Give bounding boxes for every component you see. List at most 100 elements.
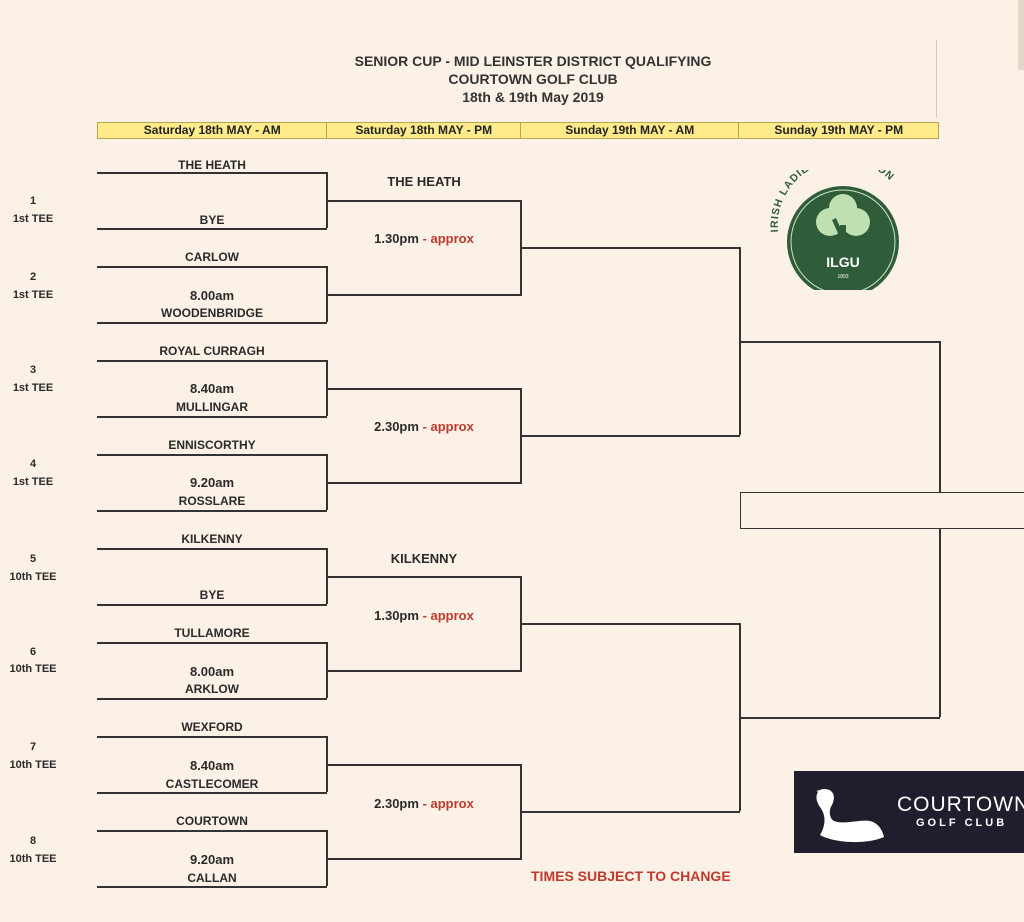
- round1-line-top: [97, 736, 327, 738]
- round1-line-bottom: [97, 228, 327, 230]
- page-subtitle-club: COURTOWN GOLF CLUB: [448, 71, 618, 87]
- match-number: 1: [29, 195, 37, 207]
- round1-line-top: [97, 642, 327, 644]
- round1-connector: [326, 454, 328, 510]
- approx-label: - approx: [422, 608, 474, 623]
- swan-icon: [816, 789, 884, 843]
- round3-connector: [739, 623, 741, 811]
- team-top: THE HEATH: [178, 158, 246, 172]
- time-value: 2.30pm: [374, 419, 419, 434]
- advanced-team: THE HEATH: [387, 174, 461, 189]
- tee-time: 9.20am: [189, 852, 235, 867]
- ilgu-initials: ILGU: [826, 254, 859, 270]
- team-bottom: ROSSLARE: [178, 494, 246, 508]
- round1-connector: [326, 360, 328, 416]
- column-header-sun-pm: Sunday 19th MAY - PM: [774, 123, 904, 137]
- column-header-sat-pm: Saturday 18th MAY - PM: [327, 123, 521, 138]
- round1-line-bottom: [97, 510, 327, 512]
- round1-line-bottom: [97, 416, 327, 418]
- ilgu-logo: IRISH LADIES GOLF UNION ILGU 1893: [769, 152, 915, 298]
- tee-label: 1st TEE: [12, 289, 54, 301]
- round2-time: 1.30pm - approx: [328, 231, 520, 246]
- advanced-team: KILKENNY: [390, 551, 458, 566]
- tee-label: 1st TEE: [12, 476, 54, 488]
- team-top: TULLAMORE: [174, 626, 250, 640]
- round1-line-top: [97, 548, 327, 550]
- round1-connector: [326, 266, 328, 322]
- tee-time: 8.40am: [189, 758, 235, 773]
- round1-line-top: [97, 360, 327, 362]
- tee-time: 8.00am: [189, 288, 235, 303]
- time-value: 1.30pm: [374, 608, 419, 623]
- team-bottom: CALLAN: [187, 871, 237, 885]
- team-top: KILKENNY: [181, 532, 243, 546]
- tee-time: 9.20am: [189, 475, 235, 490]
- round2-line: [328, 858, 522, 860]
- team-top: COURTOWN: [176, 814, 248, 828]
- approx-label: - approx: [422, 796, 474, 811]
- tee-label: 10th TEE: [9, 853, 57, 865]
- round2-time: 1.30pm - approx: [328, 608, 520, 623]
- round1-connector: [326, 642, 328, 698]
- tee-label: 1st TEE: [12, 213, 54, 225]
- round2-connector: [520, 576, 522, 670]
- team-top: ROYAL CURRAGH: [159, 344, 265, 358]
- round2-line: [328, 482, 522, 484]
- column-header-sat-am: Saturday 18th MAY - AM: [98, 123, 328, 138]
- approx-label: - approx: [422, 231, 474, 246]
- round2-connector: [520, 764, 522, 858]
- round4-line: [740, 341, 940, 343]
- team-bottom: BYE: [199, 213, 225, 227]
- round1-connector: [326, 548, 328, 604]
- round2-connector: [520, 388, 522, 482]
- round2-line: [328, 670, 522, 672]
- round1-line-top: [97, 830, 327, 832]
- round2-line: [328, 764, 522, 766]
- team-bottom: CASTLECOMER: [165, 777, 259, 791]
- times-note: TIMES SUBJECT TO CHANGE: [531, 868, 731, 884]
- round1-connector: [326, 736, 328, 792]
- round2-line: [328, 200, 522, 202]
- team-bottom: BYE: [199, 588, 225, 602]
- tee-time: 8.40am: [189, 381, 235, 396]
- page-subtitle-dates: 18th & 19th May 2019: [462, 89, 604, 105]
- ilgu-year: 1893: [837, 274, 848, 280]
- round2-line: [328, 388, 522, 390]
- match-number: 4: [29, 458, 37, 470]
- divider: [936, 40, 937, 118]
- team-top: CARLOW: [185, 250, 239, 264]
- round2-line: [328, 576, 522, 578]
- ilgu-logo-graphic: IRISH LADIES GOLF UNION ILGU 1893: [769, 152, 899, 298]
- approx-label: - approx: [422, 419, 474, 434]
- round1-line-bottom: [97, 792, 327, 794]
- shamrock-golfer-icon: [816, 194, 870, 247]
- time-value: 1.30pm: [374, 231, 419, 246]
- round4-line: [740, 717, 940, 719]
- tee-label: 10th TEE: [9, 759, 57, 771]
- courtown-name: COURTOWN: [897, 793, 1024, 816]
- team-bottom: WOODENBRIDGE: [161, 306, 263, 320]
- team-bottom: MULLINGAR: [176, 400, 248, 414]
- team-bottom: ARKLOW: [185, 682, 239, 696]
- courtown-sub: GOLF CLUB: [916, 817, 1008, 829]
- round3-line: [522, 247, 740, 249]
- match-number: 6: [29, 646, 37, 658]
- match-number: 7: [29, 741, 37, 753]
- tee-label: 1st TEE: [12, 382, 54, 394]
- round1-line-bottom: [97, 698, 327, 700]
- round1-connector: [326, 830, 328, 886]
- round1-line-bottom: [97, 322, 327, 324]
- match-number: 8: [29, 835, 37, 847]
- match-number: 3: [29, 364, 37, 376]
- round3-line: [522, 435, 740, 437]
- round2-connector: [520, 200, 522, 294]
- page-edge: [1018, 0, 1024, 70]
- round-header-bar: Saturday 18th MAY - AM Saturday 18th MAY…: [97, 122, 939, 139]
- page-title: SENIOR CUP - MID LEINSTER DISTRICT QUALI…: [354, 53, 712, 69]
- round2-time: 2.30pm - approx: [328, 796, 520, 811]
- round2-line: [328, 294, 522, 296]
- final-winner-box: [740, 492, 1024, 529]
- round1-line-top: [97, 266, 327, 268]
- round3-connector: [739, 247, 741, 435]
- team-top: WEXFORD: [181, 720, 243, 734]
